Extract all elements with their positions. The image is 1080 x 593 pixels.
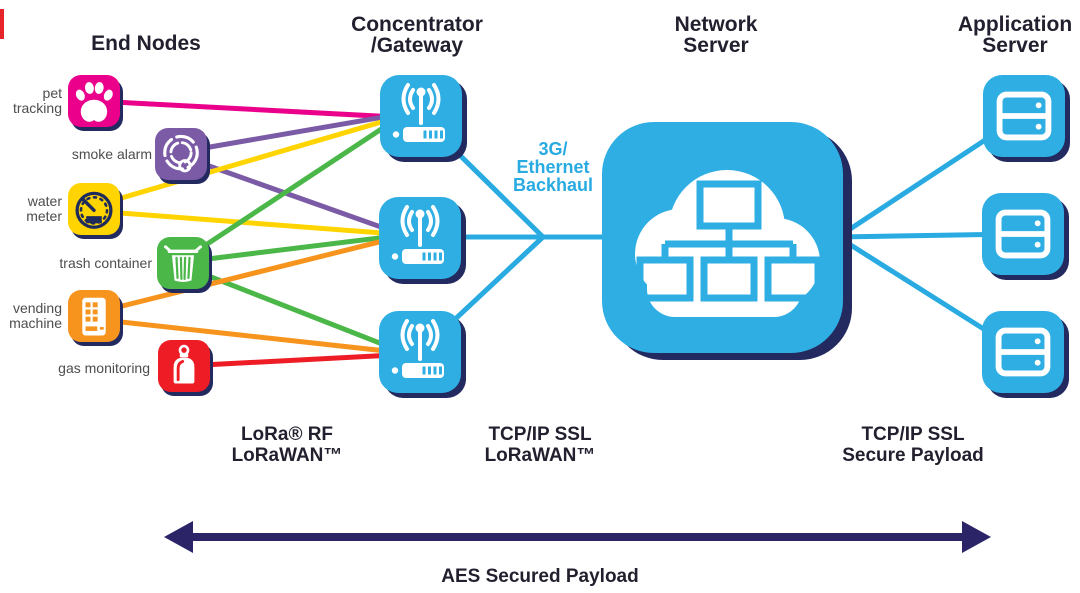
lora-rf-label: LoRa® RF LoRaWAN™ [231,424,343,466]
water-meter-node [68,183,120,235]
server-icon [995,209,1051,259]
paw-icon [75,82,113,122]
link-water-meter-gateway-2 [91,208,398,237]
vending-machine-icon [82,297,106,336]
server-icon [995,327,1051,377]
app-server-1 [983,75,1065,157]
tcpip-lorawan-label: TCP/IP SSL LoRaWAN™ [484,424,596,466]
server-icon [996,91,1052,141]
link-vending-machine-gateway-2 [91,235,398,316]
vending-machine-node [68,290,120,342]
cloud-network-icon [635,170,822,317]
gas-monitoring-node [158,340,210,392]
antenna-router-icon [392,83,445,142]
gas-cylinder-icon [173,344,195,384]
link-smoke-alarm-gateway-1 [178,112,398,155]
smoke-detector-icon [163,134,199,173]
app-server-2 [982,193,1064,275]
link-trash-container-gateway-1 [180,117,398,263]
link-water-meter-gateway-1 [91,115,398,209]
tcpip-secure-payload-label: TCP/IP SSL Secure Payload [842,424,984,466]
network-server-node [602,122,843,353]
link-gas-monitoring-gateway-3 [181,352,398,369]
page-edge-mark [0,9,4,39]
backhaul-label: 3G/ Ethernet Backhaul [512,139,594,195]
aes-secured-payload-label: AES Secured Payload [441,566,639,587]
arrow-left-head-icon [164,521,193,553]
trash-container-node [157,237,209,289]
application-server-title: Application Server [957,13,1073,57]
trash-container-label: trash container [59,255,152,271]
app-server-3 [982,311,1064,393]
antenna-router-icon [391,319,444,378]
link-vending-machine-gateway-3 [91,316,398,355]
end-nodes-title: End Nodes [91,32,201,55]
pet-tracking-node [68,75,120,127]
arrow-right-head-icon [962,521,991,553]
smoke-alarm-label: smoke alarm [71,146,152,162]
trash-icon [164,245,202,283]
link-trash-container-gateway-3 [180,263,398,352]
gas-monitoring-label: gas monitoring [58,360,150,376]
gateway-1 [380,75,462,157]
network-server-title: Network Server [674,13,758,57]
antenna-router-icon [391,205,444,264]
gauge-icon [75,191,113,229]
link-pet-tracking-gateway-1 [91,98,398,120]
gateway-2 [379,197,461,279]
aes-secured-arrow [164,521,991,553]
concentrator-gateway-title: Concentrator /Gateway [351,13,483,57]
link-trash-container-gateway-2 [180,233,398,265]
gateway-3 [379,311,461,393]
smoke-alarm-node [155,128,207,180]
